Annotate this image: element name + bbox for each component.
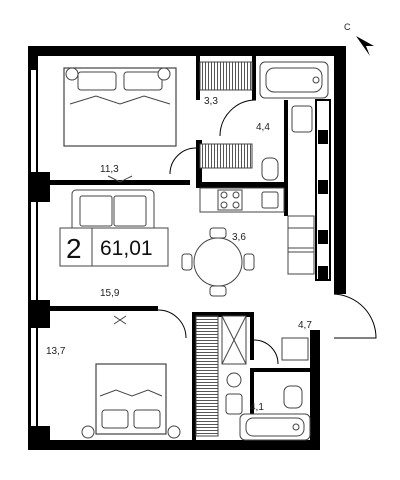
- room-area-bedroom-1: 11,3: [100, 164, 119, 175]
- room-area-hall: 4,7: [298, 320, 312, 331]
- kitchen-sink-icon: [261, 191, 279, 209]
- bedside-lamp-icon: [65, 67, 79, 81]
- door-swing: [253, 339, 279, 365]
- bathroom-2: 4,1: [225, 372, 311, 441]
- ceiling-light-icon: [107, 175, 133, 183]
- door-swing: [157, 309, 187, 339]
- living-room: [71, 189, 155, 233]
- door-swing: [169, 147, 197, 175]
- hall: 4,7: [253, 293, 377, 365]
- room-area-bedroom-2: 13,7: [46, 346, 66, 357]
- toilet-icon: [283, 385, 303, 409]
- kitchen: [199, 187, 315, 275]
- bedroom-2: 13,7: [46, 346, 181, 439]
- wardrobe-2: [195, 315, 247, 437]
- washer-icon: [226, 372, 242, 388]
- outer-walls: [28, 46, 346, 450]
- right-facade: [315, 99, 331, 281]
- north-label: С: [344, 22, 351, 32]
- door-swing: [219, 99, 257, 137]
- sink-icon: [225, 393, 243, 415]
- closet: [169, 143, 253, 175]
- room-area-dining: 3,6: [232, 232, 246, 243]
- room-area-wardrobe-1: 3,3: [204, 96, 218, 107]
- room-area-bathroom-2: 4,1: [250, 402, 264, 413]
- total-area: 61,01: [100, 237, 153, 260]
- wardrobe-1: 3,3: [199, 61, 257, 137]
- bedside-lamp-icon: [81, 425, 95, 439]
- shelf-icon: [281, 337, 309, 361]
- bedside-lamp-icon: [167, 425, 181, 439]
- room-area-living-kitchen: 15,9: [100, 288, 120, 299]
- bedside-lamp-icon: [157, 67, 171, 81]
- north-arrow-icon: [356, 36, 374, 56]
- ceiling-light-icon: [113, 315, 127, 325]
- fridge-icon: [287, 251, 315, 275]
- dining-area: 3,6: [181, 227, 255, 297]
- entrance-door-swing: [333, 293, 377, 339]
- living-label: 15,9: [100, 288, 187, 339]
- washer-icon: [287, 227, 315, 249]
- bedroom-1: 11,3: [63, 67, 177, 183]
- room-area-bathroom-1: 4,4: [256, 122, 270, 133]
- bathroom-1: 4,4: [256, 61, 329, 181]
- sink-icon: [291, 105, 313, 133]
- compass: С: [344, 22, 374, 56]
- room-count: 2: [66, 233, 82, 264]
- dining-table-icon: [193, 237, 243, 287]
- toilet-icon: [261, 157, 279, 181]
- interior-walls: [38, 56, 310, 440]
- apartment-badge: 2 61,01: [59, 227, 169, 267]
